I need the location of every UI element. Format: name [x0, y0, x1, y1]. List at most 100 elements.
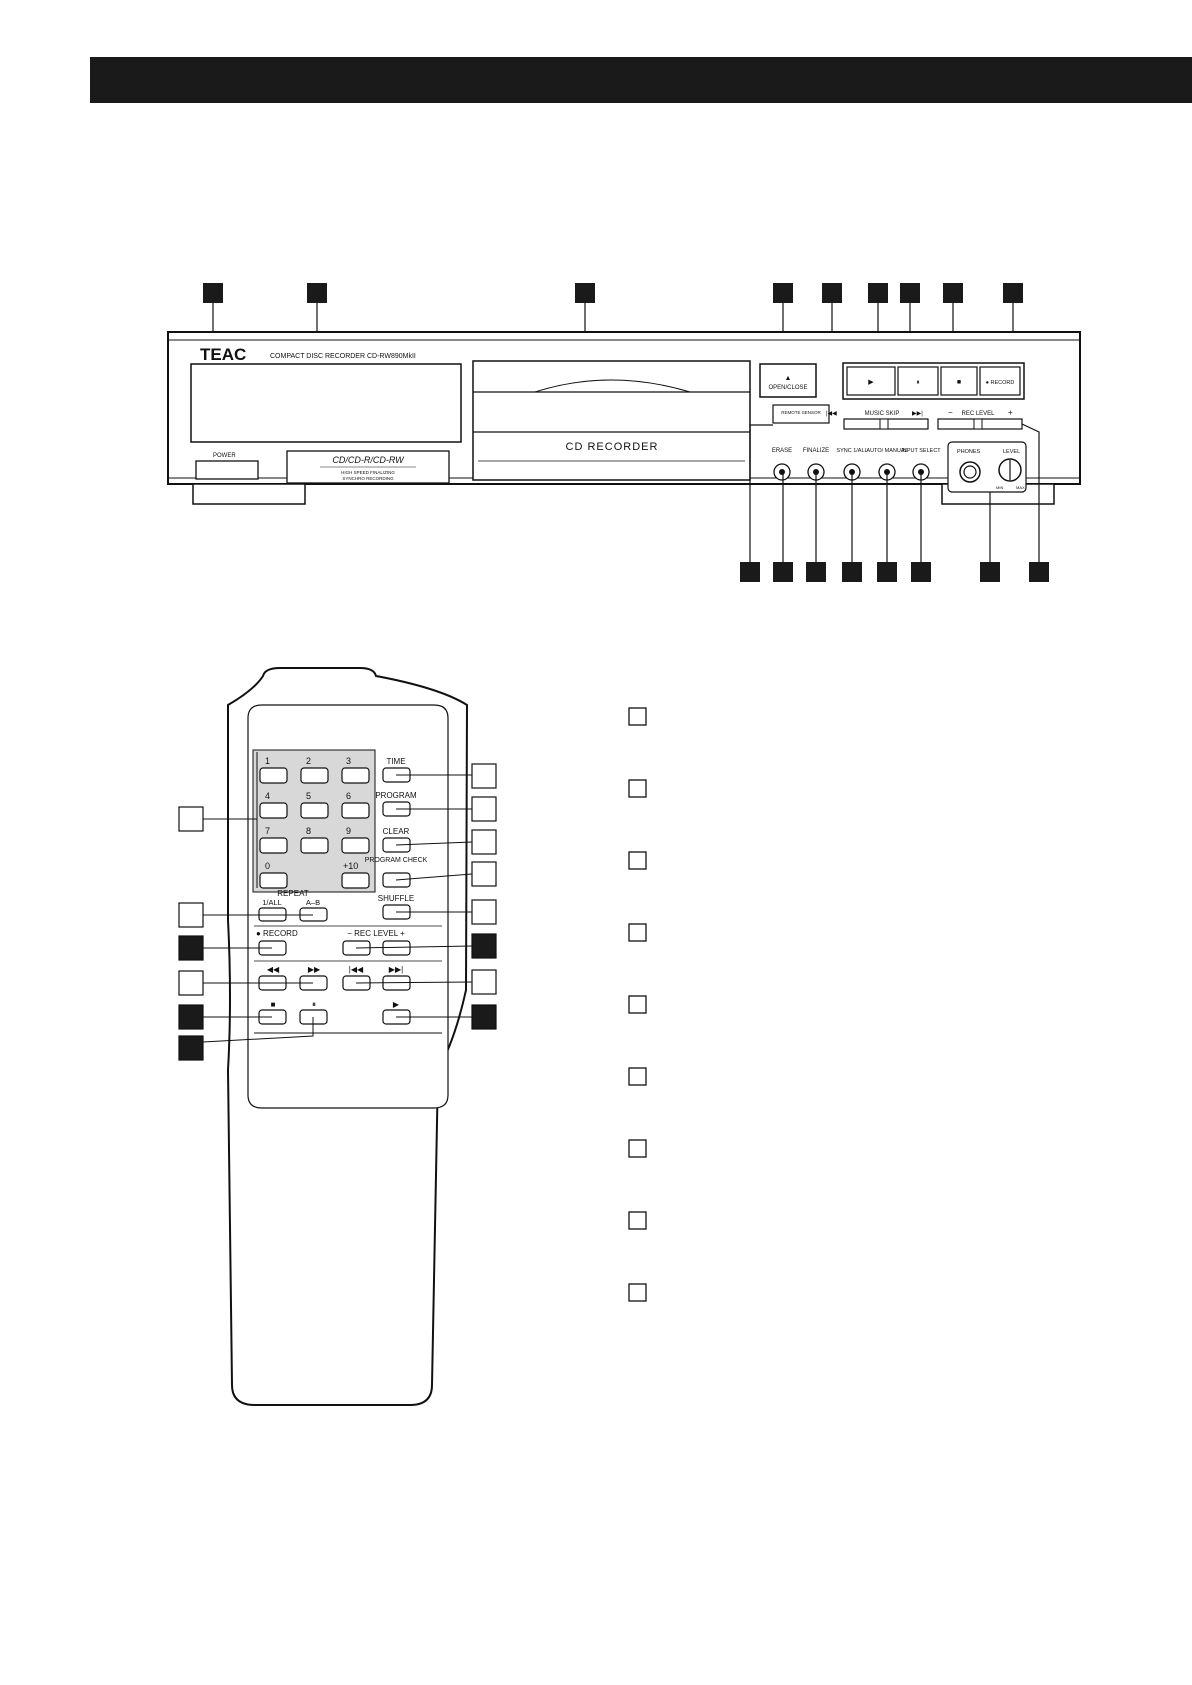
- callout-remote-left-2: [178, 902, 204, 928]
- legend-boxes: [628, 707, 647, 1302]
- power-label: POWER: [213, 453, 236, 459]
- brand-logo: TEAC: [200, 345, 246, 364]
- key-6-label: 6: [346, 791, 351, 801]
- repeat-ab-label: A–B: [306, 898, 320, 907]
- callout-top-6: [868, 283, 888, 303]
- callout-top-1: [203, 283, 223, 303]
- legend-box-9: [628, 1283, 647, 1302]
- remote-sensor-label: REMOTE SENSOR: [781, 410, 821, 415]
- pause-glyph: ⏸: [916, 379, 920, 386]
- callout-remote-left-6: [178, 1035, 204, 1061]
- play-glyph: ▶: [868, 379, 874, 386]
- key-7[interactable]: [259, 837, 288, 854]
- key-3-label: 3: [346, 756, 351, 766]
- callout-top-7: [900, 283, 920, 303]
- key-1-label: 1: [265, 756, 270, 766]
- key-8-label: 8: [306, 826, 311, 836]
- callout-top-2: [307, 283, 327, 303]
- callout-top-5: [822, 283, 842, 303]
- legend-box-8: [628, 1211, 647, 1230]
- pause-button[interactable]: [897, 366, 939, 396]
- key-1[interactable]: [259, 767, 288, 784]
- callout-bottom-8: [1029, 562, 1049, 582]
- play-button[interactable]: [846, 366, 896, 396]
- legend-box-6: [628, 1067, 647, 1086]
- clear-label: CLEAR: [383, 827, 410, 836]
- level-min: MIN: [996, 485, 1003, 490]
- callout-bottom-7: [980, 562, 1000, 582]
- callout-remote-right-7: [471, 969, 497, 995]
- legend-box-4: [628, 923, 647, 942]
- stop-glyph: ■: [957, 379, 961, 386]
- sync-label: SYNC 1/ALL: [836, 448, 867, 454]
- record-button[interactable]: [979, 366, 1021, 396]
- key-0[interactable]: [259, 872, 288, 889]
- rec-level-label-remote: − REC LEVEL +: [347, 929, 405, 938]
- rec-minus: −: [948, 408, 953, 417]
- key-3[interactable]: [341, 767, 370, 784]
- display-window: [190, 363, 462, 443]
- legend-box-1: [628, 707, 647, 726]
- skip-prev-glyph: |◀◀: [349, 965, 364, 974]
- key-5-label: 5: [306, 791, 311, 801]
- time-label: TIME: [386, 757, 405, 766]
- ffw-glyph: ▶▶: [308, 965, 321, 974]
- key-0-label: 0: [265, 861, 270, 871]
- key-9[interactable]: [341, 837, 370, 854]
- callout-remote-left-1: [178, 806, 204, 832]
- format-logo: CD/CD-R/CD-RW: [332, 455, 405, 465]
- record-label-remote: ● RECORD: [256, 929, 298, 938]
- key-7-label: 7: [265, 826, 270, 836]
- key-5[interactable]: [300, 802, 329, 819]
- format-sub1: HIGH SPEED FINALIZING: [341, 470, 395, 475]
- key-2[interactable]: [300, 767, 329, 784]
- program-label: PROGRAM: [375, 791, 417, 800]
- callout-top-8: [943, 283, 963, 303]
- callout-remote-right-1: [471, 763, 497, 789]
- repeat-label: REPEAT: [277, 889, 309, 898]
- rec-level-up-button[interactable]: [382, 940, 411, 956]
- model-line: COMPACT DISC RECORDER CD-RW890MkII: [270, 353, 416, 360]
- svg-text:▶▶|: ▶▶|: [912, 411, 923, 417]
- level-label: LEVEL: [1003, 449, 1020, 455]
- key-9-label: 9: [346, 826, 351, 836]
- power-button[interactable]: [195, 460, 259, 480]
- legend-box-5: [628, 995, 647, 1014]
- music-skip-label: MUSIC SKIP: [865, 411, 900, 417]
- stop-glyph-remote: ■: [271, 1000, 276, 1009]
- callout-bottom-3: [806, 562, 826, 582]
- callout-bottom-6: [911, 562, 931, 582]
- key-2-label: 2: [306, 756, 311, 766]
- key-4-label: 4: [265, 791, 270, 801]
- level-max: MAX: [1016, 485, 1025, 490]
- open-close-button[interactable]: [759, 363, 817, 398]
- open-close-label: OPEN/CLOSE: [768, 385, 807, 391]
- rec-plus: +: [1008, 408, 1013, 417]
- callout-remote-right-2: [471, 796, 497, 822]
- key-8[interactable]: [300, 837, 329, 854]
- callout-bottom-4: [842, 562, 862, 582]
- tray-label: CD RECORDER: [566, 441, 659, 453]
- legend-box-3: [628, 851, 647, 870]
- remote-sensor: [772, 404, 830, 424]
- callout-remote-right-5: [471, 899, 497, 925]
- front-panel-diagram: TEAC COMPACT DISC RECORDER CD-RW890MkII …: [167, 283, 1081, 582]
- play-glyph-remote: ▶: [393, 1000, 400, 1009]
- header-bar: [90, 57, 1192, 103]
- svg-text:▲: ▲: [785, 375, 792, 382]
- callout-top-3: [575, 283, 595, 303]
- rec-level-label: REC LEVEL: [961, 411, 995, 417]
- disc-tray[interactable]: [472, 360, 751, 481]
- callout-bottom-2: [773, 562, 793, 582]
- key-4[interactable]: [259, 802, 288, 819]
- key-plus10[interactable]: [341, 872, 370, 889]
- remote-diagram: 1 2 3 4 5 6 7 8 9 0 +10 TIME PROGRAM CLE…: [178, 667, 497, 1406]
- callout-bottom-5: [877, 562, 897, 582]
- skip-next-glyph: ▶▶|: [389, 965, 403, 974]
- key-6[interactable]: [341, 802, 370, 819]
- repeat-all-label: 1/ALL: [262, 898, 282, 907]
- stop-button[interactable]: [940, 366, 978, 396]
- legend-box-2: [628, 779, 647, 798]
- program-check-label: PROGRAM CHECK: [365, 857, 428, 864]
- finalize-label: FINALIZE: [803, 448, 829, 454]
